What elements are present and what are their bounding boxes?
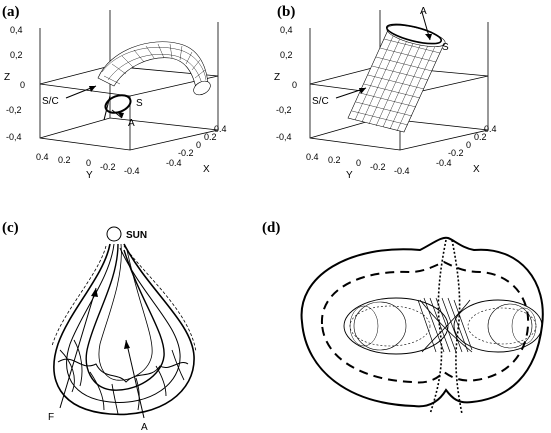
panel-a-x-tick-3: 0 [196, 140, 201, 150]
panel-c-flux-loops [51, 243, 197, 416]
panel-d-label: (d) [262, 220, 280, 236]
panel-c-a-label: A [141, 422, 148, 433]
panel-d: (d) [262, 220, 544, 415]
panel-b-y-tick-4: -0.2 [370, 162, 386, 172]
panel-b-z-label: Z [274, 72, 280, 83]
panel-b-x-tick-4: 0.2 [474, 132, 487, 142]
panel-a-sc-label: S/C [42, 96, 59, 107]
panel-a-label: (a) [2, 4, 20, 20]
panel-a-s-label: S [136, 98, 143, 109]
panel-b-a-label: A [420, 6, 427, 17]
panel-b-x-label: X [473, 164, 480, 175]
panel-b-y-tick-2: 0.2 [328, 155, 341, 165]
panel-a-x-tick-4: 0.2 [204, 132, 217, 142]
panel-b-x-tick-1: -0.4 [436, 158, 452, 168]
panel-a-box [39, 10, 219, 151]
panel-b-s-label: S [442, 42, 449, 53]
panel-b-z-tick-1: 0,4 [280, 25, 293, 35]
panel-b-y-tick-5: -0.4 [394, 166, 410, 176]
panel-b-x-tick-3: 0 [466, 140, 471, 150]
panel-a-flux-rope [97, 41, 211, 96]
panel-b-sc-label: S/C [312, 96, 329, 107]
panel-a-spacecraft-path: S/C S A [42, 85, 143, 129]
panel-b-spacecraft-path: S/C A S [312, 6, 449, 107]
panel-a-z-label: Z [4, 72, 10, 83]
panel-a-y-tick-4: -0.2 [100, 162, 116, 172]
panel-a: (a) 0,4 0,2 0 -0,2 -0,4 Z 0.4 0.2 0 -0.2… [2, 4, 227, 181]
panel-a-x-tick-5: 0.4 [214, 124, 227, 134]
sun-icon [106, 226, 122, 242]
panel-a-z-tick-3: 0 [20, 80, 25, 90]
panel-b-flux-rope [347, 25, 446, 133]
panel-b-z-tick-2: 0,2 [280, 50, 293, 60]
panel-a-x-tick-2: -0.2 [178, 148, 194, 158]
panel-c-annotations: F A [48, 287, 148, 433]
panel-b-y-label: Y [346, 170, 353, 181]
panel-b-label: (b) [277, 4, 295, 20]
panel-c-label: (c) [2, 220, 19, 236]
panel-b-z-tick-5: -0,4 [276, 132, 292, 142]
panel-a-y-tick-3: 0 [86, 158, 91, 168]
panel-b-z-tick-4: -0,2 [276, 105, 292, 115]
panel-b: (b) 0,4 0,2 0 -0,2 -0,4 Z 0.4 0.2 0 -0.2… [274, 4, 497, 181]
panel-d-drawing [300, 236, 544, 415]
panel-b-y-tick-1: 0.4 [306, 152, 319, 162]
panel-c-f-label: F [48, 412, 54, 423]
panel-a-z-tick-2: 0,2 [10, 50, 23, 60]
panel-a-y-tick-1: 0.4 [36, 152, 49, 162]
panel-a-x-tick-1: -0.4 [166, 158, 182, 168]
panel-b-z-tick-3: 0 [292, 80, 297, 90]
panel-c-sun-label: SUN [126, 230, 147, 241]
panel-a-z-tick-1: 0,4 [10, 25, 23, 35]
panel-a-z-tick-5: -0,4 [6, 132, 22, 142]
panel-a-y-tick-2: 0.2 [58, 155, 71, 165]
panel-a-x-label: X [203, 164, 210, 175]
panel-b-x-tick-5: 0.4 [484, 124, 497, 134]
panel-a-z-tick-4: -0,2 [6, 105, 22, 115]
panel-a-y-label: Y [86, 170, 93, 181]
panel-c: (c) SUN F A [2, 220, 197, 433]
panel-b-x-tick-2: -0.2 [448, 148, 464, 158]
panel-a-a-label: A [128, 118, 135, 129]
panel-a-y-tick-5: -0.4 [124, 166, 140, 176]
panel-b-y-tick-3: 0 [356, 158, 361, 168]
